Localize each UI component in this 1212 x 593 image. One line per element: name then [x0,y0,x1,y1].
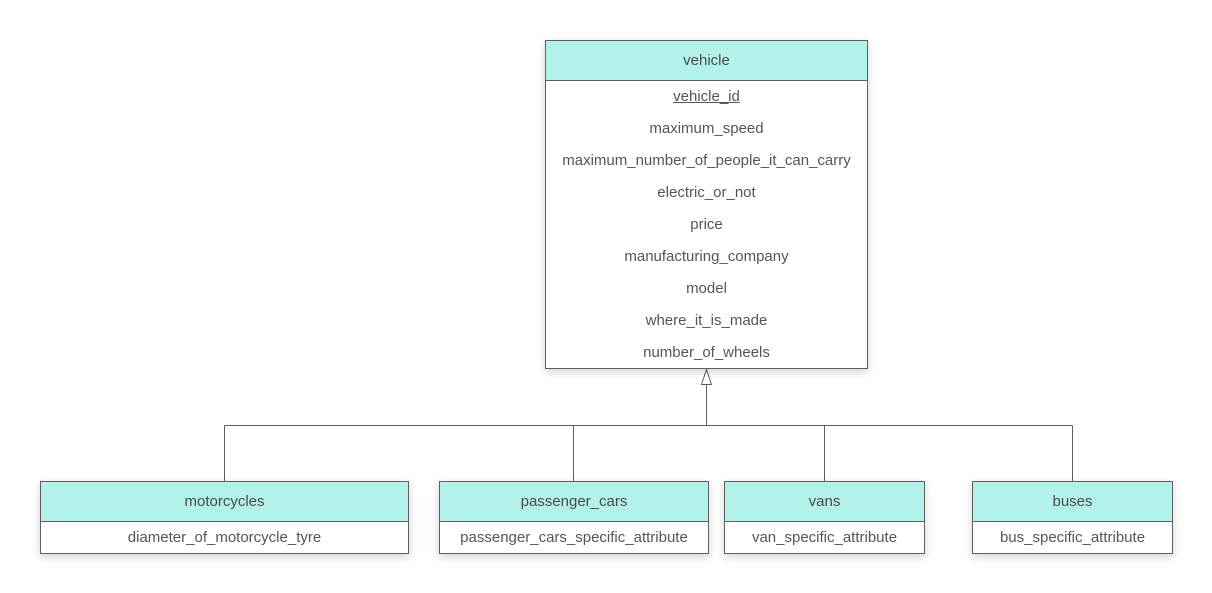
entity-vehicle[interactable]: vehicle vehicle_id maximum_speed maximum… [545,40,868,369]
entity-header-passenger-cars: passenger_cars [440,482,708,522]
entity-motorcycles[interactable]: motorcycles diameter_of_motorcycle_tyre [40,481,409,554]
attribute-passenger-cars-specific: passenger_cars_specific_attribute [460,529,688,546]
entity-header-vans: vans [725,482,924,522]
attribute-maximum-speed: maximum_speed [649,120,764,137]
attribute-list-vehicle: vehicle_id maximum_speed maximum_number_… [546,81,867,369]
attribute-number-of-wheels: number_of_wheels [643,344,770,361]
entity-header-motorcycles: motorcycles [41,482,408,522]
attribute-manufacturing-company: manufacturing_company [624,248,789,265]
entity-header-buses: buses [973,482,1172,522]
attribute-maximum-number-of-people: maximum_number_of_people_it_can_carry [562,152,851,169]
attribute-van-specific: van_specific_attribute [751,529,898,546]
attribute-bus-specific: bus_specific_attribute [999,529,1146,546]
entity-vans[interactable]: vans van_specific_attribute [724,481,925,554]
attribute-where-it-is-made: where_it_is_made [645,312,768,329]
generalization-arrowhead [700,367,713,385]
attribute-electric-or-not: electric_or_not [657,184,756,201]
attribute-vehicle-id: vehicle_id [673,88,740,105]
attribute-model: model [686,280,727,297]
entity-header-vehicle: vehicle [546,41,867,81]
attribute-price: price [690,216,723,233]
entity-passenger-cars[interactable]: passenger_cars passenger_cars_specific_a… [439,481,709,554]
entity-buses[interactable]: buses bus_specific_attribute [972,481,1173,554]
attribute-diameter-of-motorcycle-tyre: diameter_of_motorcycle_tyre [127,529,322,546]
